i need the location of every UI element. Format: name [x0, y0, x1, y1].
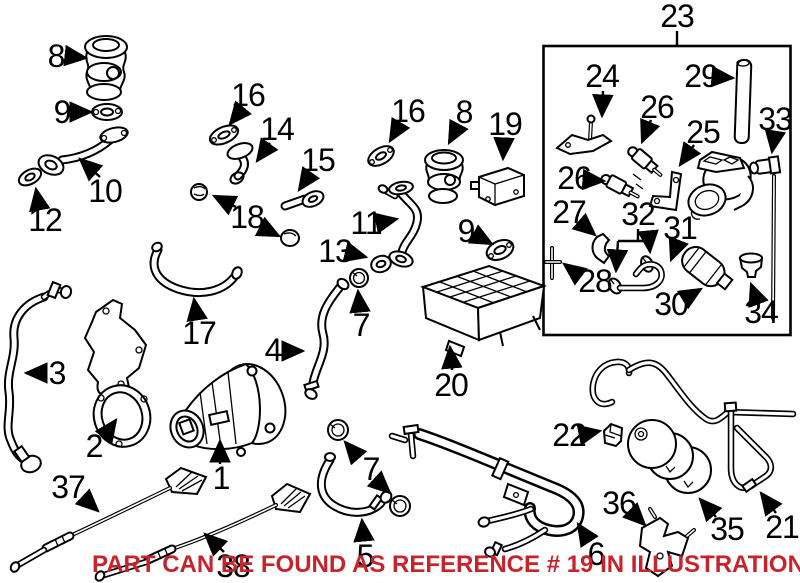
callout-1: 1 — [212, 460, 231, 496]
callout-26-left: 26 — [557, 160, 592, 196]
part-26-sensor-top — [627, 146, 663, 177]
part-4-hose — [303, 277, 350, 400]
part-9-gasket-right — [485, 238, 515, 262]
part-7-clamp-top — [349, 268, 369, 288]
part-6-pipe-assembly — [388, 423, 585, 558]
part-12-gasket — [17, 167, 43, 187]
part-30-muffler — [681, 246, 734, 291]
part-8-egr-valve-right — [424, 149, 464, 204]
part-19-solenoid-valve — [470, 166, 525, 207]
callout-16-right: 16 — [391, 93, 426, 129]
callout-20: 20 — [434, 367, 469, 403]
part-20-air-cleaner — [419, 264, 548, 358]
callout-30: 30 — [654, 286, 689, 322]
callout-10: 10 — [88, 173, 123, 209]
callout-7-bottom: 7 — [362, 451, 381, 487]
part-7-clamp-bottom — [389, 495, 411, 517]
part-8-egr-valve-left — [84, 35, 128, 101]
part-35-reservoir — [627, 419, 712, 494]
box-pump-drawing — [687, 150, 754, 220]
callout-17: 17 — [182, 315, 217, 351]
part-37-oxygen-sensor — [9, 466, 208, 573]
callout-21: 21 — [765, 509, 800, 545]
callout-8-right: 8 — [455, 94, 474, 130]
callout-28: 28 — [578, 263, 613, 299]
part-3-hose — [3, 280, 73, 474]
callout-24: 24 — [585, 58, 620, 94]
part-34-mount — [738, 252, 764, 278]
callout-2: 2 — [85, 428, 104, 464]
callout-23: 23 — [660, 0, 695, 34]
part-11-combi-pipe — [377, 180, 423, 268]
callout-29: 29 — [684, 58, 719, 94]
part-5-hose — [316, 452, 393, 517]
part-38-oxygen-sensor — [94, 482, 312, 582]
part-10-egr-pipe — [37, 126, 129, 176]
part-21-pipe — [589, 358, 797, 494]
callout-11: 11 — [350, 205, 382, 241]
callout-22: 22 — [552, 417, 587, 453]
part-33-fitting-tube — [748, 155, 782, 320]
part-28-fitting — [544, 246, 562, 280]
callout-8-left: 8 — [47, 38, 66, 74]
part-16-gasket-left — [208, 124, 240, 146]
callout-9-right: 9 — [457, 213, 476, 249]
callout-33: 33 — [758, 101, 793, 137]
part-17-hose — [149, 241, 243, 298]
callout-35: 35 — [710, 511, 745, 547]
part-36-bracket — [638, 507, 696, 578]
callout-18: 18 — [230, 199, 265, 235]
part-25-bracket — [648, 170, 683, 212]
callout-16-left: 16 — [231, 77, 266, 113]
callout-25: 25 — [686, 114, 721, 150]
callout-5: 5 — [356, 538, 375, 574]
part-7-clamp-middle — [327, 419, 349, 441]
part-22-clip — [602, 422, 624, 448]
callout-12: 12 — [28, 202, 63, 238]
part-1-air-pump — [169, 362, 287, 457]
part-18-seals — [190, 183, 300, 247]
part-26-hardware — [632, 173, 644, 190]
reference-note: PART CAN BE FOUND AS REFERENCE # 19 IN I… — [92, 551, 800, 578]
callout-32: 32 — [621, 196, 656, 232]
part-31-hose — [616, 261, 665, 292]
part-27-bracket — [591, 232, 611, 265]
callout-19: 19 — [488, 106, 523, 142]
callout-14: 14 — [260, 111, 295, 147]
part-13-gasket — [370, 254, 392, 274]
callout-13: 13 — [318, 233, 353, 269]
callout-34: 34 — [744, 294, 779, 330]
callout-36: 36 — [602, 485, 637, 521]
part-24-bracket — [555, 114, 613, 156]
part-9-gasket-left — [91, 103, 123, 121]
part-16-gasket-right — [367, 145, 395, 167]
callout-26-top: 26 — [640, 89, 675, 125]
callout-15: 15 — [301, 142, 336, 178]
callout-9-left: 9 — [53, 94, 72, 130]
callout-7-top: 7 — [352, 307, 371, 343]
callout-3: 3 — [48, 355, 67, 391]
part-14-elbow-pipe — [226, 142, 254, 185]
callout-37: 37 — [51, 469, 86, 505]
part-15-pipe-flange — [280, 190, 325, 211]
callout-4: 4 — [264, 332, 283, 368]
callout-27: 27 — [552, 194, 587, 230]
group-box-23 — [542, 44, 792, 337]
part-29-tube — [733, 58, 753, 145]
callout-arrows — [23, 44, 787, 557]
callout-31: 31 — [663, 210, 698, 246]
